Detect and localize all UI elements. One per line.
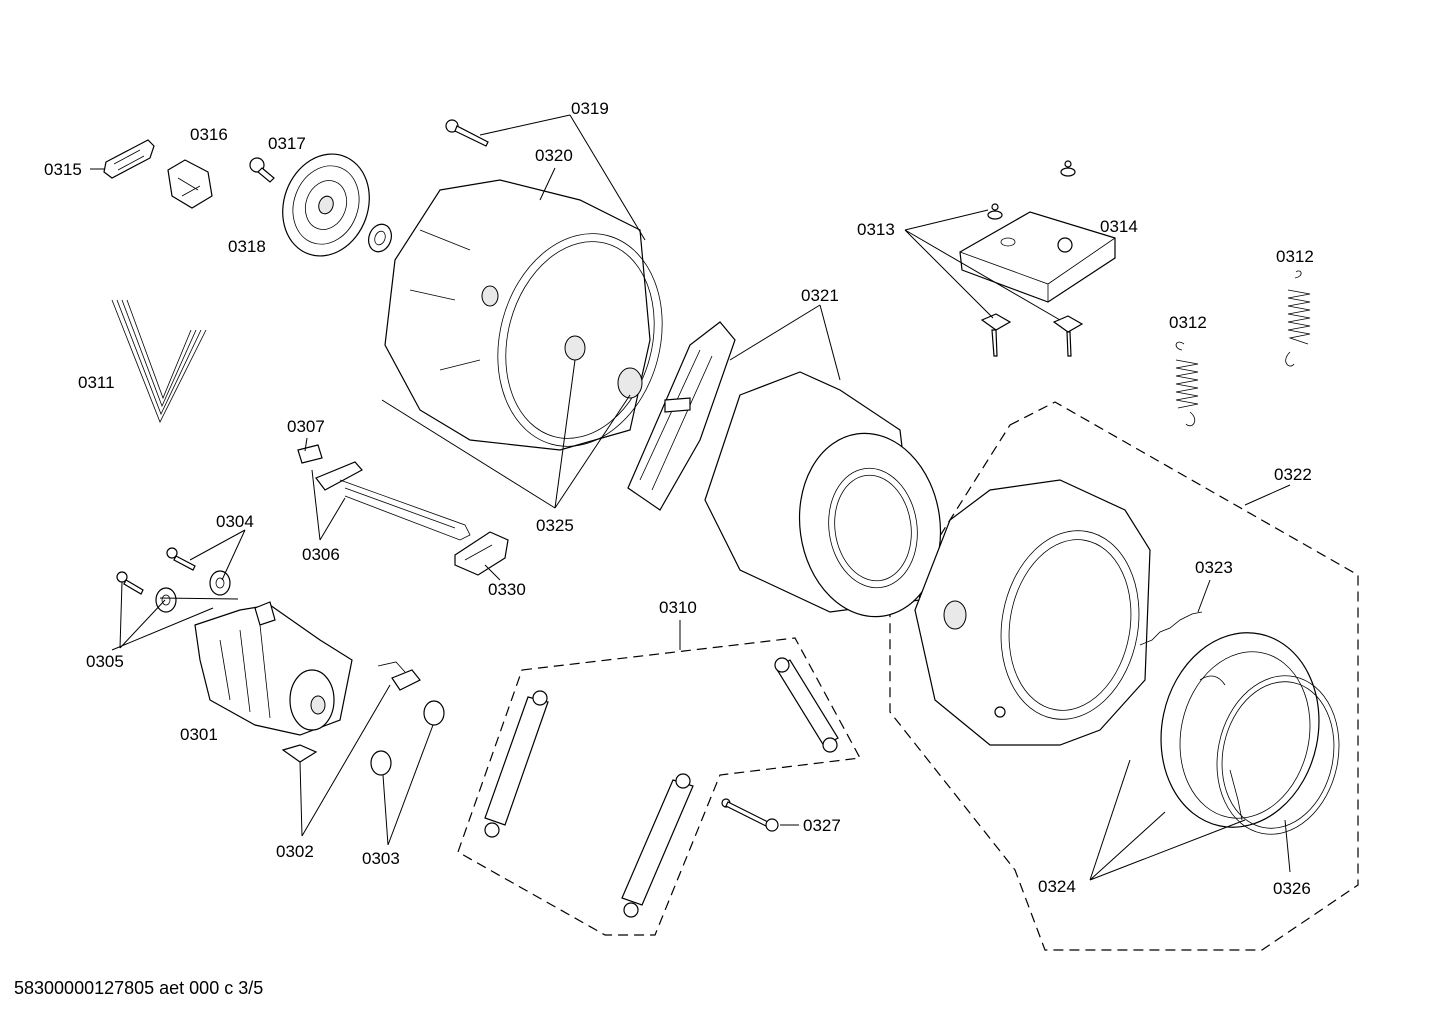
label-0305: 0305: [86, 652, 124, 671]
part-0303-feet: [370, 700, 445, 776]
part-0314-counterweight: [959, 211, 1116, 303]
group-boundary-0322: [889, 401, 1359, 951]
label-0315: 0315: [44, 160, 82, 179]
label-0302: 0302: [276, 842, 314, 861]
part-0301-motor: [194, 601, 353, 736]
part-bearing-ring: [368, 223, 392, 253]
part-0323-spring: [1139, 611, 1203, 646]
part-0317-screw: [249, 157, 275, 183]
part-0316-clip: [167, 159, 213, 209]
part-0312-spring-right: [1285, 270, 1311, 367]
label-0307: 0307: [287, 417, 325, 436]
label-0303: 0303: [362, 849, 400, 868]
label-0312-left: 0312: [1169, 313, 1207, 332]
label-0325: 0325: [536, 516, 574, 535]
label-0330: 0330: [488, 580, 526, 599]
part-0307-sensor: [297, 444, 323, 464]
part-0319-screw: [445, 119, 489, 147]
part-0320-rear-tub: [384, 179, 663, 451]
part-0324-door-seal: [1160, 632, 1320, 828]
part-0311-belt: [111, 299, 207, 423]
label-0313: 0313: [857, 220, 895, 239]
label-0301: 0301: [180, 725, 218, 744]
label-0312-right: 0312: [1276, 247, 1314, 266]
label-0316: 0316: [190, 125, 228, 144]
label-0322: 0322: [1274, 465, 1312, 484]
label-0317: 0317: [268, 134, 306, 153]
leader-lines: [90, 114, 1291, 881]
part-0326-clamp-ring: [1216, 675, 1340, 835]
label-0319: 0319: [571, 99, 609, 118]
part-0302-connectors: [281, 661, 421, 763]
group-boundary-0310: [457, 637, 861, 936]
label-0323: 0323: [1195, 558, 1233, 577]
part-0313-bolts: [980, 160, 1084, 357]
part-0327-bolt: [721, 798, 779, 832]
part-0315-bracket: [103, 139, 155, 179]
label-0306: 0306: [302, 545, 340, 564]
label-0326: 0326: [1273, 879, 1311, 898]
label-0311: 0311: [78, 373, 115, 392]
label-0320: 0320: [535, 146, 573, 165]
part-0322-front-tub: [914, 479, 1151, 746]
part-0312-spring-left: [1175, 341, 1199, 427]
label-0310: 0310: [659, 598, 697, 617]
label-0314: 0314: [1100, 217, 1138, 236]
label-0327: 0327: [803, 816, 841, 835]
label-0318: 0318: [228, 237, 266, 256]
part-0304-0305-fasteners: [116, 547, 231, 613]
label-0324: 0324: [1038, 877, 1076, 896]
part-0310-shock-absorbers: [484, 657, 839, 918]
part-0321-drum: [627, 321, 942, 618]
label-0321: 0321: [801, 286, 839, 305]
label-0304: 0304: [216, 512, 254, 531]
document-code: 58300000127805 aet 000 c 3/5: [14, 978, 264, 998]
part-0318-pulley: [282, 153, 370, 257]
part-0306-heater: [315, 461, 471, 541]
part-0330-bracket: [454, 531, 509, 576]
